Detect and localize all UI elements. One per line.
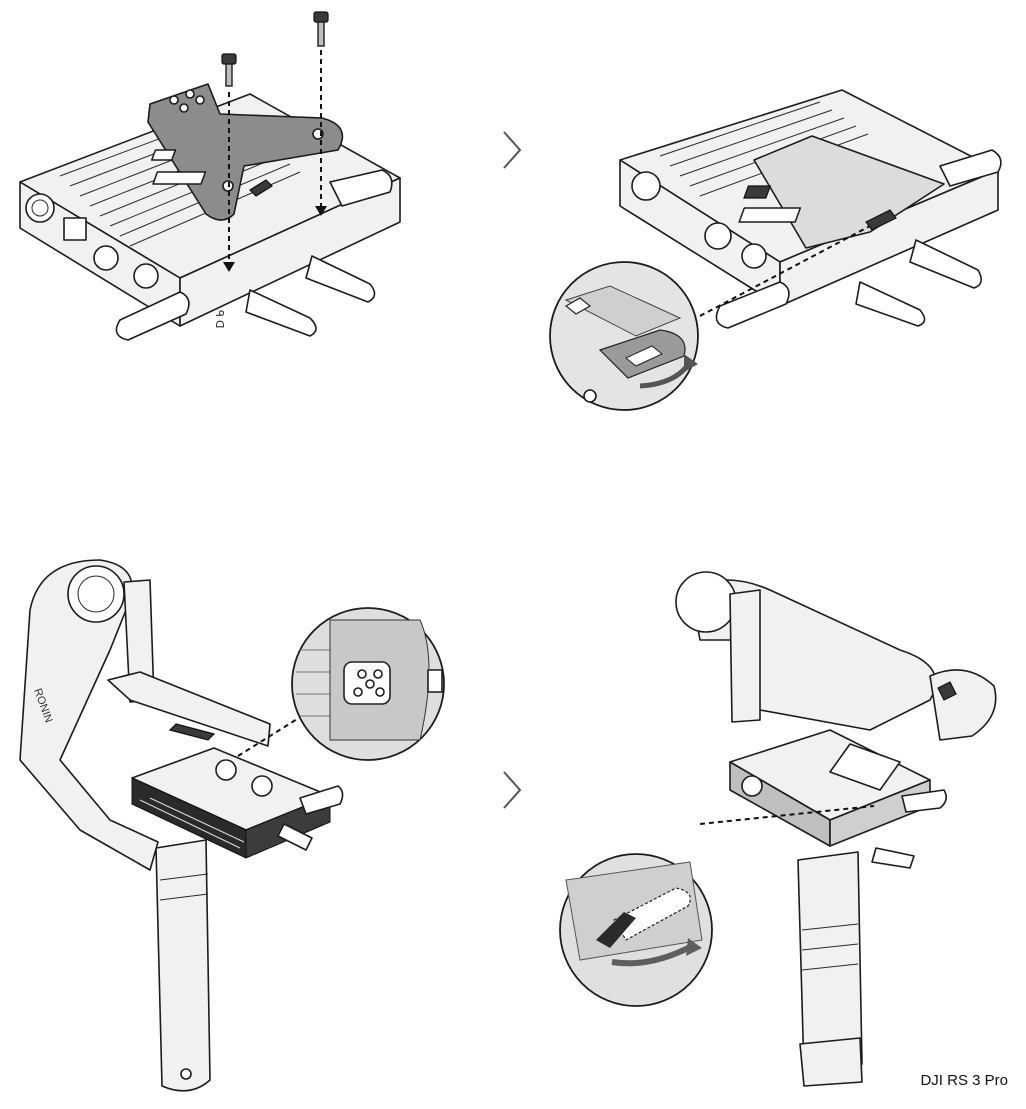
antenna-connectors	[115, 169, 393, 341]
zoom-inset-lever-lock	[559, 853, 713, 1007]
zoom-inset-lock-lever	[549, 261, 699, 411]
chevron-right-icon	[503, 771, 522, 809]
zoom-inset-mount-plate	[291, 607, 445, 761]
mounting-plate	[147, 83, 344, 221]
chevron-right-icon	[503, 131, 522, 169]
product-caption: DJI RS 3 Pro	[920, 1072, 1008, 1089]
step-1-illustration: ᑫ ᗡ	[19, 11, 401, 341]
svg-text:ᑫ ᗡ: ᑫ ᗡ	[213, 310, 225, 328]
step-2-illustration	[549, 89, 1002, 411]
step-3-illustration: RONIN	[19, 559, 445, 1092]
step-4-illustration	[559, 571, 997, 1087]
screw-icon	[221, 11, 329, 87]
